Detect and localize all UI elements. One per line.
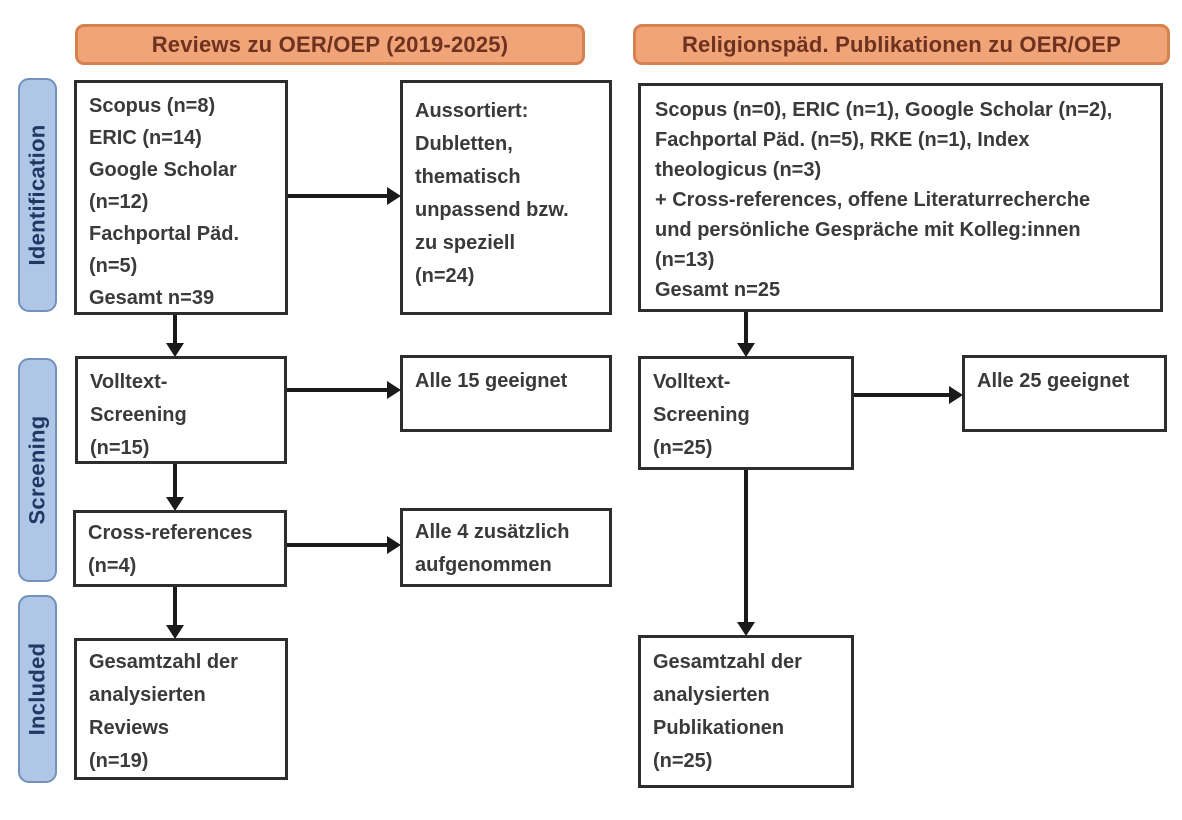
box-text-line: und persönliche Gespräche mit Kolleg:inn… <box>655 219 1081 241</box>
box-left-excluded: Aussortiert: Dubletten, thematisch unpas… <box>400 80 612 315</box>
box-text-line: (n=25) <box>653 437 713 459</box>
box-text-line: analysierten <box>653 684 770 706</box>
box-text-line: (n=5) <box>89 255 138 277</box>
arrow-left-fulltext-to-eligible <box>287 381 401 399</box>
box-text-line: (n=13) <box>655 249 715 271</box>
box-text-line: (n=12) <box>89 191 149 213</box>
box-left-added: Alle 4 zusätzlich aufgenommen <box>400 508 612 587</box>
arrow-head-icon <box>949 386 963 404</box>
box-text-line: (n=4) <box>88 555 137 577</box>
arrow-head-icon <box>166 625 184 639</box>
arrow-head-icon <box>387 536 401 554</box>
box-text-line: Screening <box>653 404 750 426</box>
arrow-left-sources-to-fulltext <box>166 315 184 357</box>
box-text-line: aufgenommen <box>415 554 552 576</box>
box-right-sources: Scopus (n=0), ERIC (n=1), Google Scholar… <box>638 83 1163 312</box>
box-text-line: Gesamt n=25 <box>655 279 781 301</box>
arrow-shaft <box>744 312 748 343</box>
column-header-reviews: Reviews zu OER/OEP (2019-2025) <box>75 24 585 65</box>
box-text-line: (n=25) <box>653 750 713 772</box>
arrow-head-icon <box>387 187 401 205</box>
arrow-right-fulltext-to-included <box>737 470 755 636</box>
arrow-head-icon <box>737 622 755 636</box>
arrow-left-crossref-to-included <box>166 587 184 639</box>
box-text-line: zu speziell <box>415 232 516 254</box>
arrow-shaft <box>287 388 387 392</box>
box-text-line: theologicus (n=3) <box>655 159 822 181</box>
box-left-fulltext-screening: Volltext- Screening (n=15) <box>75 356 287 464</box>
box-text-line: (n=19) <box>89 750 149 772</box>
arrow-shaft <box>173 464 177 497</box>
stage-tab-identification: Identification <box>18 78 57 312</box>
stage-label-screening: Screening <box>24 415 50 525</box>
arrow-shaft <box>287 543 387 547</box>
arrow-shaft <box>173 587 177 625</box>
box-text-line: Publikationen <box>653 717 785 739</box>
box-text-line: Gesamtzahl der <box>653 651 802 673</box>
column-header-religionspaed-label: Religionspäd. Publikationen zu OER/OEP <box>681 31 1122 57</box>
box-text-line: Gesamt n=39 <box>89 287 215 309</box>
arrow-right-fulltext-to-eligible <box>854 386 963 404</box>
box-text-line: Google Scholar <box>89 159 237 181</box>
box-left-crossref: Cross-references (n=4) <box>73 510 287 587</box>
box-text-line: Alle 15 geeignet <box>415 370 568 392</box>
box-left-sources: Scopus (n=8) ERIC (n=14) Google Scholar … <box>74 80 288 315</box>
box-text-line: Aussortiert: <box>415 100 529 122</box>
box-text-line: Alle 25 geeignet <box>977 370 1130 392</box>
box-text-line: Fachportal Päd. (n=5), RKE (n=1), Index <box>655 129 1030 151</box>
stage-tab-included: Included <box>18 595 57 783</box>
arrow-left-sources-to-excluded <box>288 187 401 205</box>
arrow-shaft <box>173 315 177 343</box>
box-right-eligible: Alle 25 geeignet <box>962 355 1167 432</box>
column-header-religionspaed: Religionspäd. Publikationen zu OER/OEP <box>633 24 1170 65</box>
arrow-head-icon <box>387 381 401 399</box>
box-text-line: Scopus (n=8) <box>89 95 216 117</box>
arrow-head-icon <box>166 343 184 357</box>
box-text-line: Volltext- <box>90 371 168 393</box>
box-text-line: thematisch <box>415 166 521 188</box>
column-header-reviews-label: Reviews zu OER/OEP (2019-2025) <box>151 31 509 57</box>
arrow-right-sources-to-fulltext <box>737 312 755 357</box>
box-text-line: Cross-references <box>88 522 253 544</box>
stage-label-included: Included <box>24 642 50 736</box>
stage-tab-screening: Screening <box>18 358 57 582</box>
arrow-head-icon <box>737 343 755 357</box>
box-text-line: (n=24) <box>415 265 475 287</box>
box-text-line: unpassend bzw. <box>415 199 569 221</box>
arrow-left-fulltext-to-crossref <box>166 464 184 511</box>
box-text-line: analysierten <box>89 684 206 706</box>
box-text-line: Volltext- <box>653 371 731 393</box>
stage-label-identification: Identification <box>24 124 50 266</box>
box-left-included-total: Gesamtzahl der analysierten Reviews (n=1… <box>74 638 288 780</box>
box-text-line: Alle 4 zusätzlich <box>415 521 570 543</box>
box-text-line: ERIC (n=14) <box>89 127 202 149</box>
arrow-shaft <box>854 393 949 397</box>
arrow-head-icon <box>166 497 184 511</box>
box-text-line: Gesamtzahl der <box>89 651 238 673</box>
box-left-eligible: Alle 15 geeignet <box>400 355 612 432</box>
box-text-line: Fachportal Päd. <box>89 223 240 245</box>
arrow-left-crossref-to-added <box>287 536 401 554</box>
box-right-included-total: Gesamtzahl der analysierten Publikatione… <box>638 635 854 788</box>
box-text-line: + Cross-references, offene Literaturrech… <box>655 189 1091 211</box>
box-text-line: (n=15) <box>90 437 150 459</box>
arrow-shaft <box>744 470 748 622</box>
arrow-shaft <box>288 194 387 198</box>
box-text-line: Scopus (n=0), ERIC (n=1), Google Scholar… <box>655 99 1113 121</box>
box-text-line: Reviews <box>89 717 170 739</box>
box-text-line: Dubletten, <box>415 133 513 155</box>
box-right-fulltext-screening: Volltext- Screening (n=25) <box>638 356 854 470</box>
box-text-line: Screening <box>90 404 187 426</box>
